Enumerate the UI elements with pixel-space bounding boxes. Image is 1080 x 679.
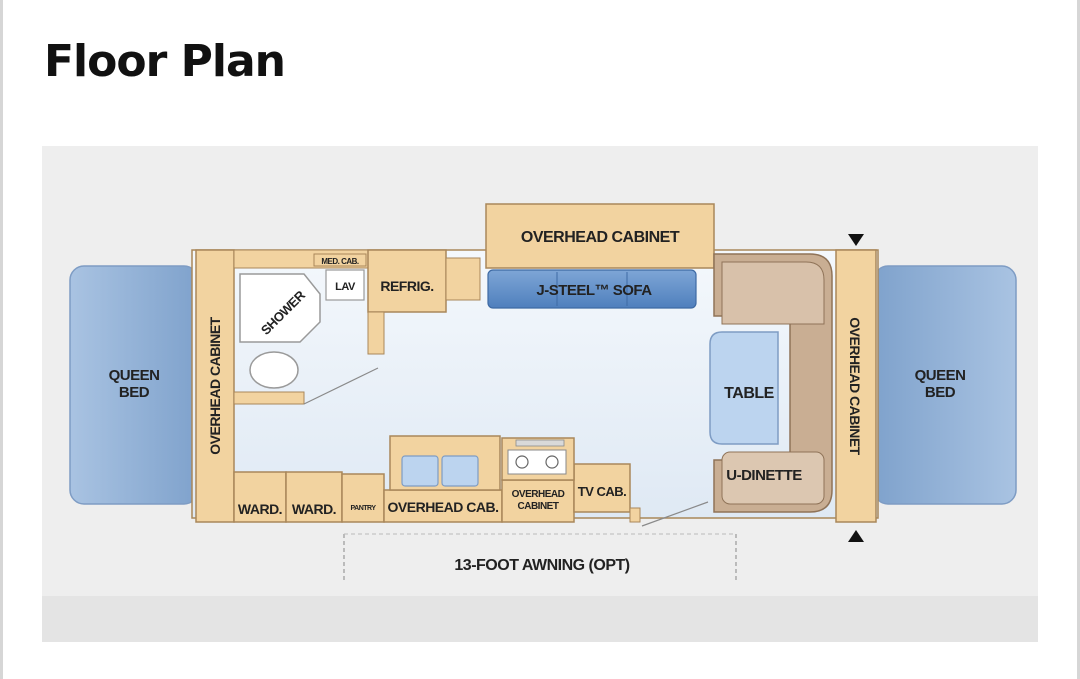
sofa bbox=[487, 269, 697, 309]
queen-bed-right-label-1: QUEEN bbox=[915, 367, 966, 384]
med-cab-label: MED. CAB. bbox=[321, 257, 359, 266]
lav-label: LAV bbox=[335, 281, 356, 293]
overhead-cabinet-top-label: OVERHEAD CABINET bbox=[521, 229, 680, 246]
lavatory-sink bbox=[325, 269, 365, 301]
shower-stall bbox=[239, 273, 321, 343]
wardrobe-1 bbox=[233, 471, 287, 523]
burner-1 bbox=[515, 455, 529, 469]
arrow-up-marker bbox=[848, 530, 864, 542]
sink-basin-2 bbox=[441, 455, 479, 487]
pantry bbox=[341, 473, 385, 523]
overhead-cab-bottom bbox=[383, 489, 503, 523]
floor-plan-panel: QUEEN BED QUEEN BED OVERHEAD CABINET OVE… bbox=[42, 146, 1038, 642]
toilet bbox=[249, 351, 299, 389]
dinette-table bbox=[709, 331, 779, 445]
pantry-label: PANTRY bbox=[351, 505, 377, 512]
overhead-cab-label: OVERHEAD CAB. bbox=[388, 499, 499, 515]
stove-knobs bbox=[515, 439, 565, 447]
bathroom-bottom-wall bbox=[233, 391, 305, 405]
overhead-cabinet-left-label: OVERHEAD CABINET bbox=[207, 316, 223, 454]
medicine-cabinet bbox=[313, 253, 367, 267]
queen-bed-left-label-2: BED bbox=[119, 384, 150, 401]
awning-label: 13-FOOT AWNING (OPT) bbox=[454, 557, 629, 574]
sofa-label: J-STEEL™ SOFA bbox=[536, 282, 652, 299]
queen-bed-left-label-1: QUEEN bbox=[109, 367, 160, 384]
entry-door-swing bbox=[641, 501, 709, 527]
stove-top bbox=[507, 449, 567, 475]
refrig-label: REFRIG. bbox=[380, 278, 433, 294]
overhead-cabinet-right-label: OVERHEAD CABINET bbox=[847, 317, 863, 455]
table-label: TABLE bbox=[724, 385, 774, 402]
small-cabinet-by-sofa bbox=[445, 257, 481, 301]
frame-right-border bbox=[1077, 0, 1080, 679]
frame-left-border bbox=[0, 0, 3, 679]
ward-1-label: WARD. bbox=[238, 501, 282, 517]
overhead-cabinet-small-label-2: CABINET bbox=[518, 501, 559, 512]
overhead-cabinet-right bbox=[835, 249, 877, 523]
arrow-down-marker bbox=[848, 234, 864, 246]
sink-basin-1 bbox=[401, 455, 439, 487]
floor-plan-diagram: QUEEN BED QUEEN BED OVERHEAD CABINET OVE… bbox=[42, 203, 1038, 642]
overhead-cabinet-top bbox=[485, 203, 715, 269]
queen-bed-right-label-2: BED bbox=[925, 384, 956, 401]
dinette-back-cushion bbox=[721, 261, 825, 325]
tv-cab-label: TV CAB. bbox=[578, 484, 627, 499]
overhead-cabinet-small-label-1: OVERHEAD bbox=[512, 489, 565, 500]
dinette-front-cushion bbox=[721, 451, 825, 505]
step-ledge bbox=[629, 507, 641, 523]
refrigerator-side-panel bbox=[367, 311, 385, 355]
floor-band bbox=[42, 596, 1038, 642]
overhead-cabinet-left bbox=[195, 249, 235, 523]
ward-2-label: WARD. bbox=[292, 501, 336, 517]
overhead-cabinet-bottom-small bbox=[501, 479, 575, 523]
page-title: Floor Plan bbox=[44, 36, 286, 87]
u-dinette-label: U-DINETTE bbox=[726, 467, 802, 484]
burner-2 bbox=[545, 455, 559, 469]
bathroom-door-swing bbox=[303, 367, 379, 405]
tv-cabinet bbox=[573, 463, 631, 513]
